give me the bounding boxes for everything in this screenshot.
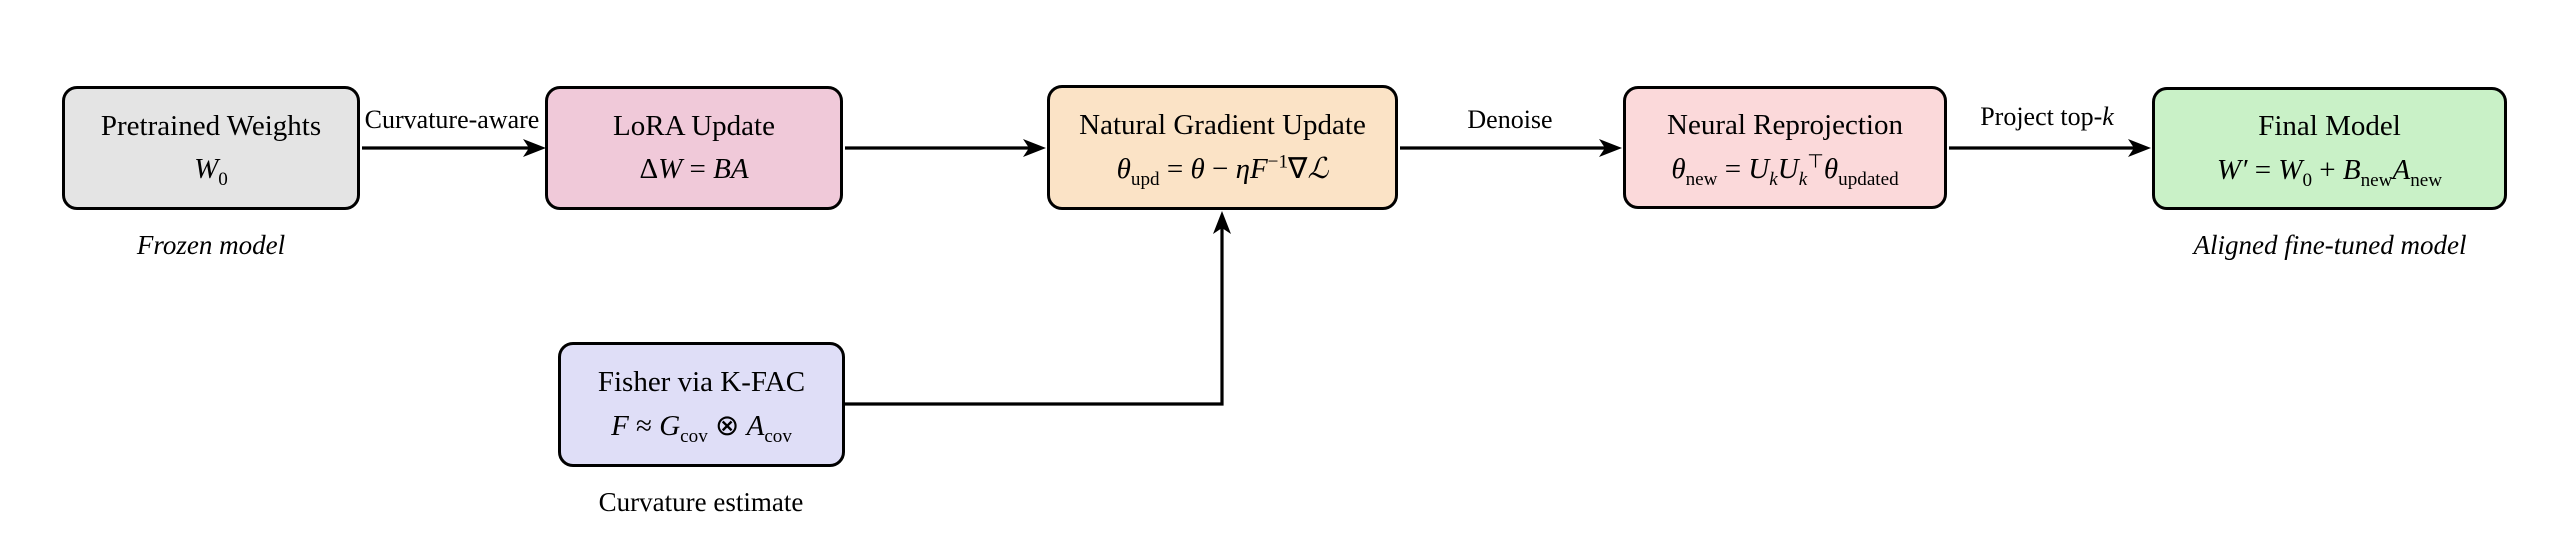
- box-formula-lora-update: ΔW = BA: [639, 153, 749, 185]
- box-natural-gradient-update: Natural Gradient Update θupd = θ − ηF−1∇…: [1047, 85, 1398, 210]
- arrow-natural-gradient-to-reprojection: [1400, 139, 1622, 157]
- box-title-final-model: Final Model: [2258, 110, 2401, 142]
- caption-aligned-fine-tuned-model: Aligned fine-tuned model: [2193, 230, 2467, 260]
- box-pretrained-weights: Pretrained Weights W0: [62, 86, 360, 210]
- arrow-lora-to-natural-gradient: [845, 139, 1046, 157]
- arrow-fisher-to-natural-gradient: [845, 211, 1231, 406]
- box-formula-fisher-kfac: F ≈ Gcov ⊗ Acov: [611, 409, 792, 447]
- caption-curvature-estimate: Curvature estimate: [598, 487, 804, 517]
- box-formula-neural-reprojection: θnew = UkUk⊤θupdated: [1671, 150, 1899, 190]
- box-neural-reprojection: Neural Reprojection θnew = UkUk⊤θupdated: [1623, 86, 1947, 209]
- edge-label-project-top-k: Project top-k: [1980, 102, 2114, 131]
- box-formula-natural-gradient-update: θupd = θ − ηF−1∇ℒ: [1116, 150, 1329, 190]
- box-formula-pretrained-weights: W0: [194, 153, 228, 190]
- box-lora-update: LoRA Update ΔW = BA: [545, 86, 843, 210]
- box-title-pretrained-weights: Pretrained Weights: [100, 109, 322, 142]
- arrow-pretrained-to-lora: [362, 139, 546, 157]
- edge-label-curvature-aware: Curvature-aware: [364, 105, 540, 134]
- box-formula-final-model: W′ = W0 + BnewAnew: [2216, 153, 2443, 191]
- box-fisher-kfac: Fisher via K-FAC F ≈ Gcov ⊗ Acov: [558, 342, 845, 467]
- box-final-model: Final Model W′ = W0 + BnewAnew: [2152, 87, 2507, 210]
- box-title-fisher-kfac: Fisher via K-FAC: [597, 366, 806, 398]
- caption-frozen-model: Frozen model: [136, 230, 286, 260]
- box-title-neural-reprojection: Neural Reprojection: [1667, 109, 1903, 141]
- box-title-lora-update: LoRA Update: [613, 109, 775, 142]
- edge-label-denoise: Denoise: [1467, 105, 1553, 134]
- arrow-reprojection-to-final: [1949, 139, 2151, 157]
- box-title-natural-gradient-update: Natural Gradient Update: [1079, 109, 1366, 141]
